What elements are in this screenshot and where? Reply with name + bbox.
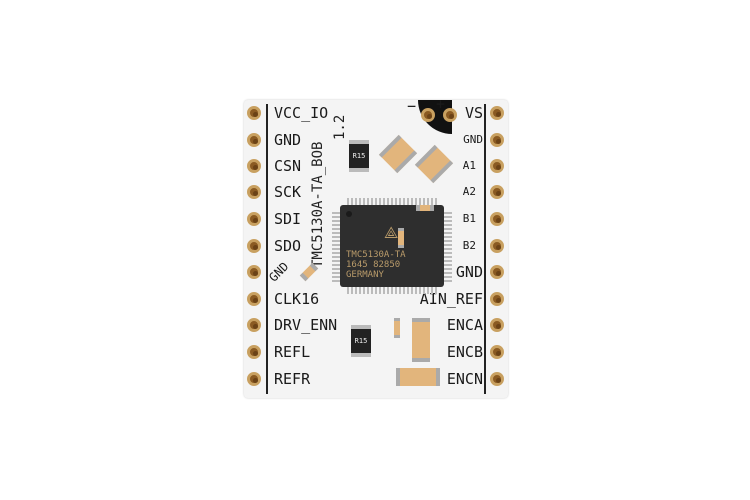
right-header-pin — [490, 318, 504, 332]
chip-marking-2: 1645 82850 — [346, 260, 401, 270]
right-header-pin — [490, 239, 504, 253]
chip-marking-1: TMC5130A-TA — [346, 250, 406, 260]
capacitor-small — [394, 318, 400, 338]
left-header-pin — [247, 292, 261, 306]
right-pin-label: B1 — [462, 212, 476, 225]
left-pin-label: SCK — [274, 183, 302, 201]
cap-pad-minus — [421, 108, 435, 122]
left-pin-label: REFL — [274, 343, 311, 361]
left-pin-label: VCC_IO — [274, 104, 329, 122]
left-header-pin — [247, 185, 261, 199]
left-header-pin — [247, 318, 261, 332]
capacitor-small — [416, 205, 434, 211]
board-title: TMC5130A-TA_BOB — [310, 141, 326, 268]
resistor-r15-bottom: R15 — [351, 325, 371, 357]
left-pin-label: SDI — [274, 210, 302, 228]
right-header-pin — [490, 133, 504, 147]
left-pin-label: REFR — [274, 370, 311, 388]
right-header-pin — [490, 372, 504, 386]
chip-pins-left — [332, 210, 340, 282]
left-pin-label: GND — [274, 131, 302, 149]
trinamic-logo: ⟁ — [384, 223, 399, 242]
left-header-pin — [247, 345, 261, 359]
left-pin-label: CSN — [274, 157, 302, 175]
right-pin-label: B2 — [462, 239, 476, 252]
right-header-pin — [490, 265, 504, 279]
right-header-pin — [490, 292, 504, 306]
chip-pins-bottom — [347, 286, 437, 294]
left-divider — [266, 104, 268, 394]
right-pin-label: AIN_REF — [419, 290, 483, 308]
left-header-pin — [247, 239, 261, 253]
right-pin-label: GND — [463, 133, 483, 146]
capacitor-small — [398, 228, 404, 248]
right-pin-label: A1 — [462, 159, 476, 172]
tmc5130-chip: ⟁ TMC5130A-TA 1645 82850 GERMANY — [340, 205, 444, 287]
right-pin-label: A2 — [462, 185, 476, 198]
right-pin-label: ENCN — [446, 370, 483, 388]
polarity-minus: − — [407, 97, 417, 115]
right-header-pin — [490, 212, 504, 226]
left-header-pin — [247, 106, 261, 120]
right-header-pin — [490, 106, 504, 120]
chip-pins-right — [444, 210, 452, 282]
capacitor — [396, 368, 440, 386]
left-pin-label: DRV_ENN — [274, 316, 338, 334]
resistor-r15-top: R15 — [349, 140, 369, 172]
left-header-pin — [247, 159, 261, 173]
chip-marking-3: GERMANY — [346, 270, 384, 280]
right-header-pin — [490, 345, 504, 359]
right-header-pin — [490, 159, 504, 173]
left-header-pin — [247, 133, 261, 147]
cap-gnd-label: GND — [424, 135, 444, 148]
capacitor — [412, 318, 430, 362]
chip-pins-top — [347, 198, 437, 206]
polarity-plus: + — [436, 95, 446, 113]
left-pin-label: CLK16 — [274, 290, 320, 308]
left-pin-label: SDO — [274, 237, 302, 255]
right-pin-label: GND — [455, 263, 483, 281]
left-header-pin — [247, 372, 261, 386]
right-pin-label: VS — [464, 104, 483, 122]
cap-pad-plus — [443, 108, 457, 122]
right-divider — [484, 104, 486, 394]
pin1-dot — [346, 211, 352, 217]
left-header-pin — [247, 212, 261, 226]
right-pin-label: ENCB — [446, 343, 483, 361]
left-header-pin — [247, 265, 261, 279]
right-header-pin — [490, 185, 504, 199]
right-pin-label: ENCA — [446, 316, 483, 334]
board-version: 1.2 — [332, 114, 348, 140]
